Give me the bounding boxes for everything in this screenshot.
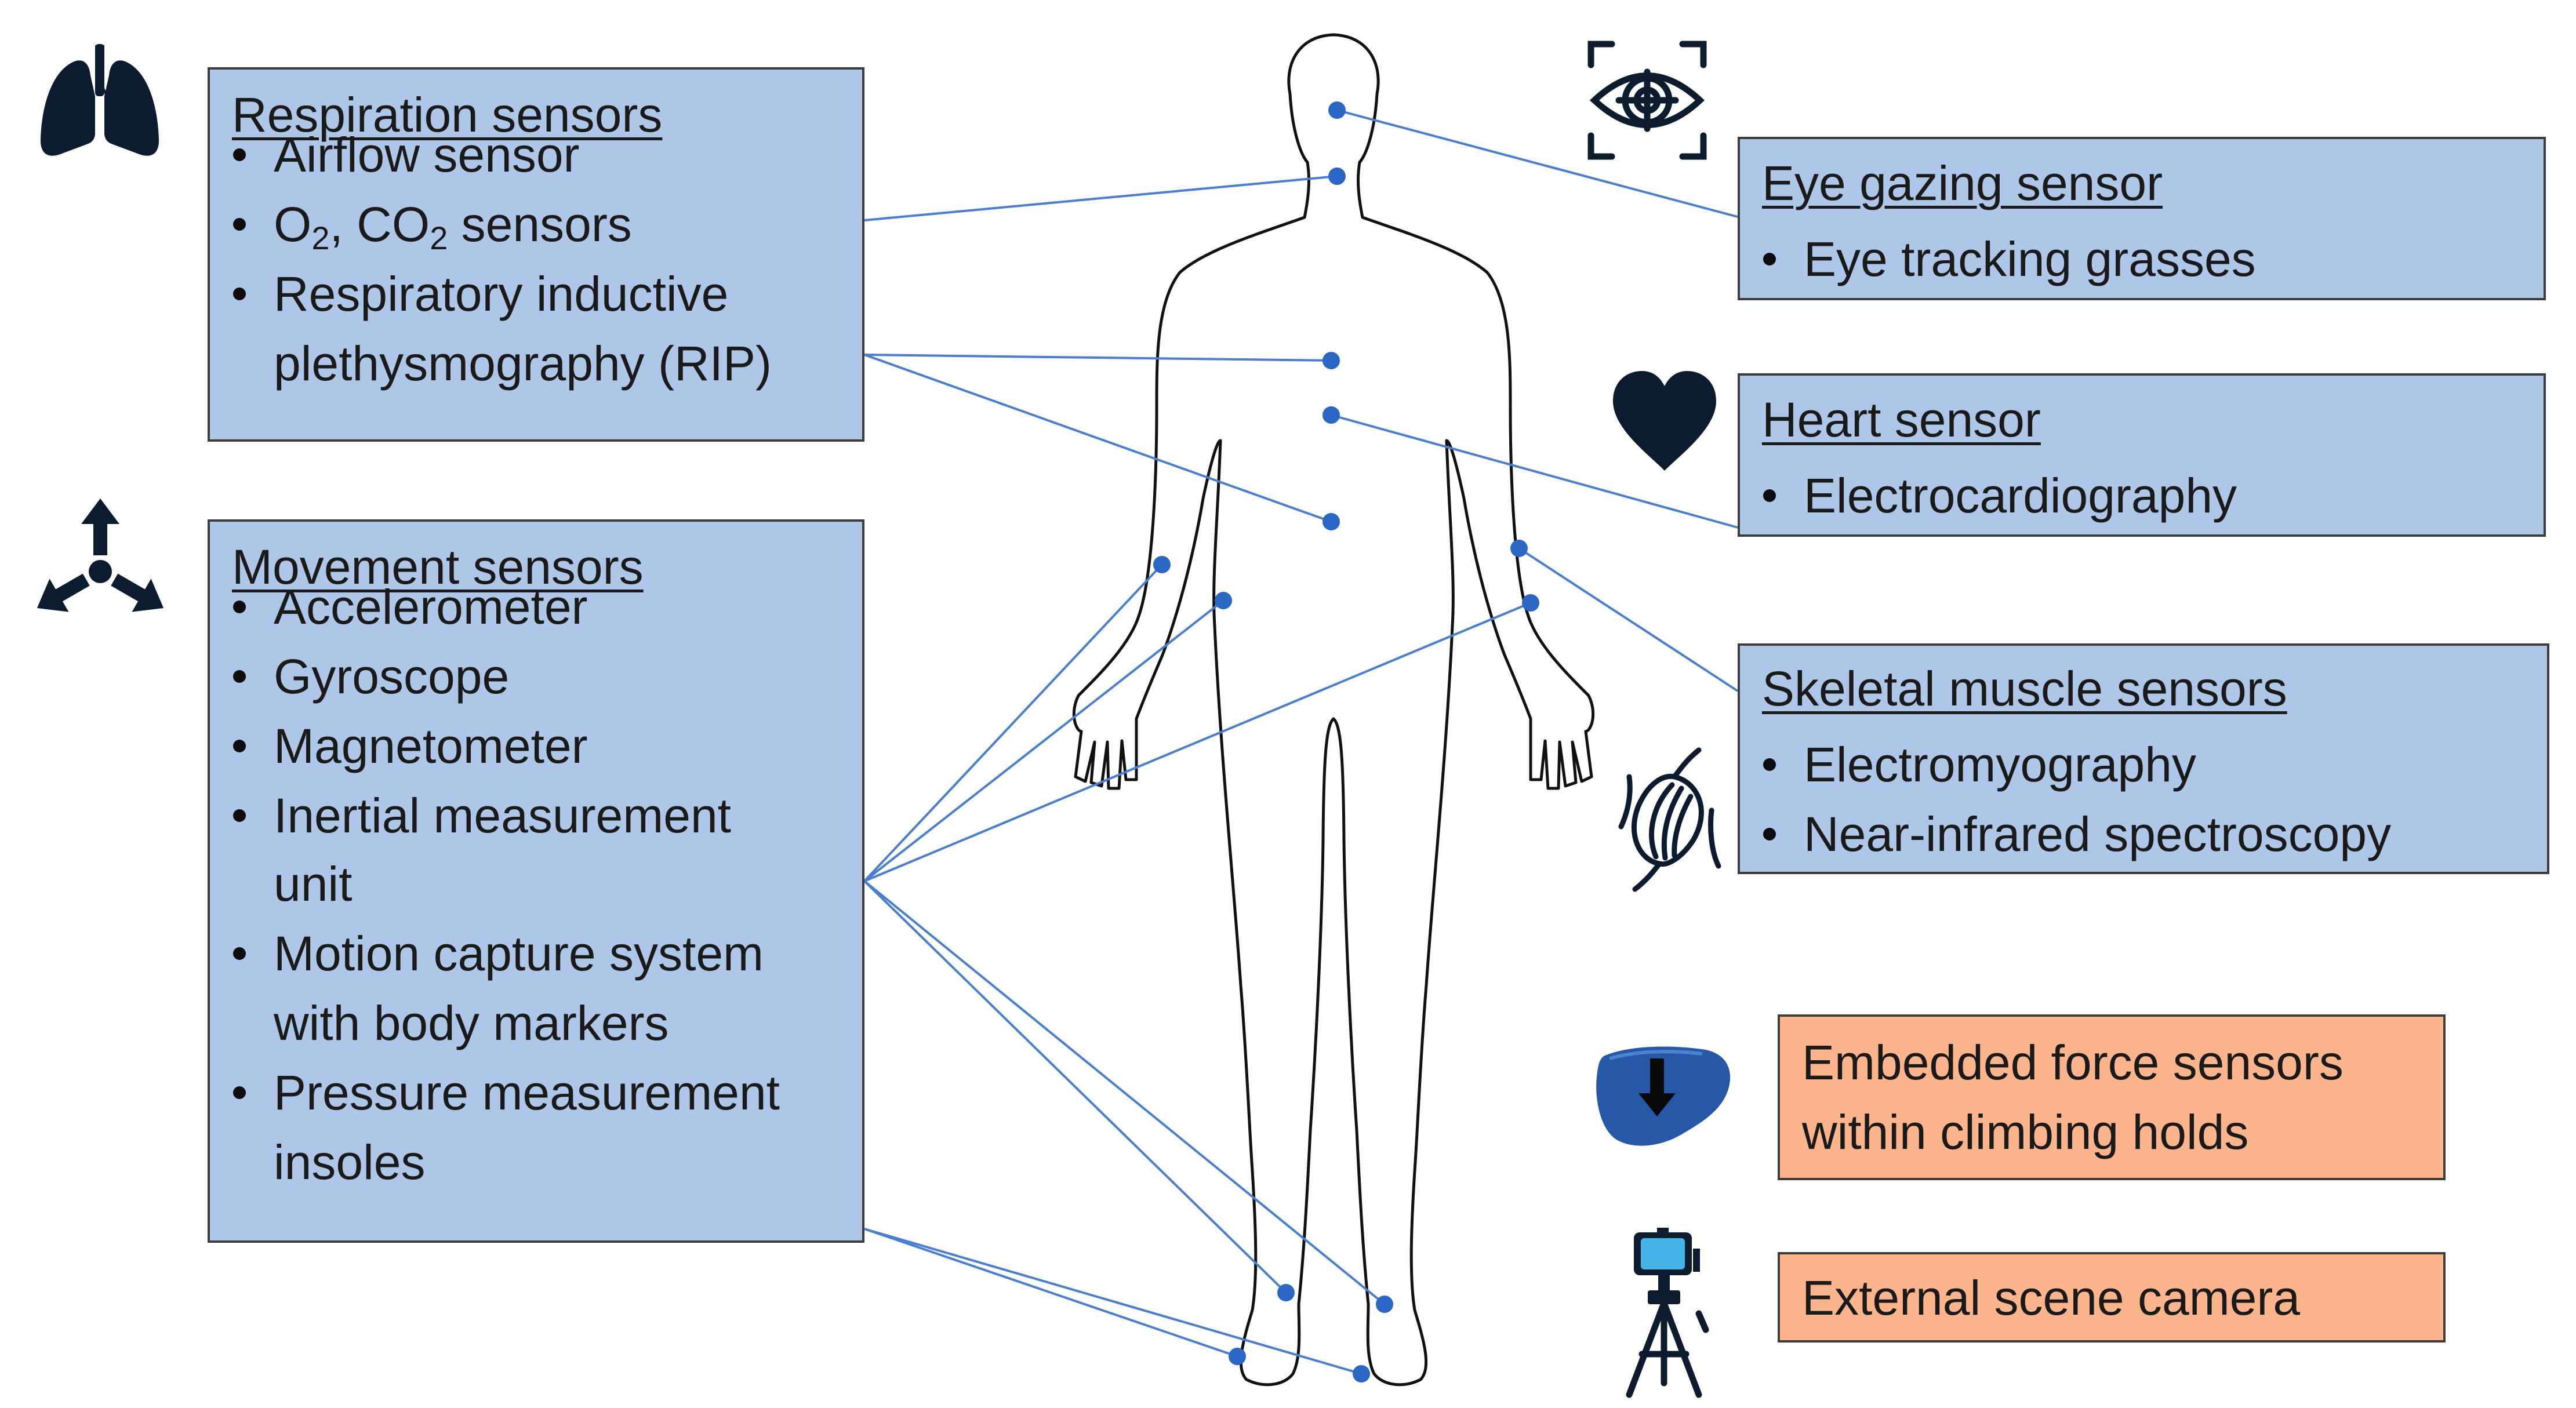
sensor-point <box>1522 594 1539 612</box>
sensor-point <box>1376 1296 1393 1313</box>
bullet-dot <box>1763 253 1776 265</box>
movement-item-insoles-cont: insoles <box>274 1135 426 1189</box>
connector-line <box>864 354 1332 362</box>
connector-line <box>1518 547 1739 692</box>
bullet-dot <box>1763 758 1776 771</box>
heart-item-ecg: Electrocardiography <box>1804 468 2237 523</box>
movement-item-mocap-cont: with body markers <box>274 996 669 1050</box>
movement-item-magnetometer: Magnetometer <box>274 719 588 773</box>
bullet-dot <box>233 740 246 752</box>
sensor-point <box>1153 556 1171 573</box>
connector-line <box>864 354 1332 523</box>
skeletal-muscle-sensors-box: Skeletal muscle sensors Electromyography… <box>1738 643 2549 874</box>
bullet-dot <box>233 1086 246 1099</box>
skeletal-item-emg: Electromyography <box>1804 737 2196 792</box>
sensor-point <box>1328 168 1346 185</box>
heart-sensor-box: Heart sensor Electrocardiography <box>1738 373 2546 537</box>
eye-target-icon <box>1587 41 1707 160</box>
sensor-point <box>1322 352 1340 369</box>
movement-item-accelerometer: Accelerometer <box>274 580 588 634</box>
movement-item-gyroscope: Gyroscope <box>274 649 510 704</box>
force-sensors-box: Embedded force sensors within climbing h… <box>1778 1014 2446 1180</box>
sensor-point <box>1277 1284 1295 1301</box>
connector-line <box>1336 109 1738 218</box>
movement-item-insoles: Pressure measurement <box>274 1065 780 1120</box>
bullet-dot <box>1763 828 1776 841</box>
connector-line <box>863 599 1225 882</box>
sensor-point <box>1322 406 1340 424</box>
sensor-point <box>1322 513 1340 530</box>
eye-gazing-sensor-title: Eye gazing sensor <box>1762 156 2163 210</box>
eye-gazing-sensor-box: Eye gazing sensor Eye tracking grasses <box>1738 137 2546 300</box>
respiration-item-airflow: Airflow sensor <box>274 128 580 182</box>
scene-camera-label: External scene camera <box>1802 1271 2301 1325</box>
bullet-dot <box>233 288 246 300</box>
connector-line <box>864 175 1338 221</box>
connector-line <box>863 563 1163 882</box>
connector-line <box>864 1228 1362 1375</box>
bullet-dot <box>233 148 246 161</box>
connector-line <box>864 602 1531 882</box>
scene-camera-box: External scene camera <box>1778 1252 2446 1342</box>
connector-lines <box>863 109 1739 1375</box>
bullet-dot <box>233 947 246 960</box>
respiration-sensors-box: Respiration sensors Airflow sensor O2, C… <box>208 67 864 442</box>
movement-item-mocap: Motion capture system <box>274 926 764 981</box>
connector-line <box>864 1228 1238 1358</box>
skeletal-item-nirs: Near-infrared spectroscopy <box>1804 807 2392 861</box>
movement-arrows-icon <box>37 499 164 612</box>
bullet-dot <box>233 218 246 231</box>
sensor-point <box>1229 1348 1246 1365</box>
movement-item-imu: Inertial measurement <box>274 788 732 843</box>
human-body-outline <box>1072 33 1595 1387</box>
respiration-item-gas: O2, CO2 sensors <box>274 197 632 256</box>
movement-sensors-title: Movement sensors <box>232 540 644 594</box>
movement-sensors-box: Movement sensors Accelerometer Gyroscope… <box>208 519 864 1243</box>
climbing-hold-icon <box>1596 1046 1731 1146</box>
eye-item-tracking: Eye tracking grasses <box>1804 232 2256 286</box>
bullet-dot <box>233 670 246 683</box>
sensor-point <box>1510 540 1528 557</box>
sensor-point <box>1353 1365 1370 1382</box>
force-sensors-line-2: within climbing holds <box>1802 1105 2249 1159</box>
bullet-dot <box>1763 489 1776 502</box>
skeletal-muscle-sensors-title: Skeletal muscle sensors <box>1762 661 2287 716</box>
force-sensors-line-1: Embedded force sensors <box>1802 1035 2344 1090</box>
sensor-points <box>1153 101 1539 1382</box>
respiration-item-rip-cont: plethysmography (RIP) <box>274 336 772 391</box>
bullet-dot <box>233 601 246 613</box>
respiration-sensors-title: Respiration sensors <box>232 88 663 142</box>
sensor-point <box>1328 101 1346 119</box>
tripod-camera-icon <box>1626 1228 1709 1398</box>
movement-item-imu-cont: unit <box>274 857 353 911</box>
lungs-icon <box>40 44 159 156</box>
connector-line <box>1331 414 1738 529</box>
muscle-icon <box>1618 747 1721 892</box>
sensor-point <box>1215 592 1232 609</box>
connector-line <box>863 880 1386 1305</box>
heart-icon <box>1613 371 1716 471</box>
respiration-item-rip: Respiratory inductive <box>274 267 729 321</box>
heart-sensor-title: Heart sensor <box>1762 392 2041 447</box>
bullet-dot <box>233 809 246 822</box>
connector-line <box>863 880 1287 1294</box>
